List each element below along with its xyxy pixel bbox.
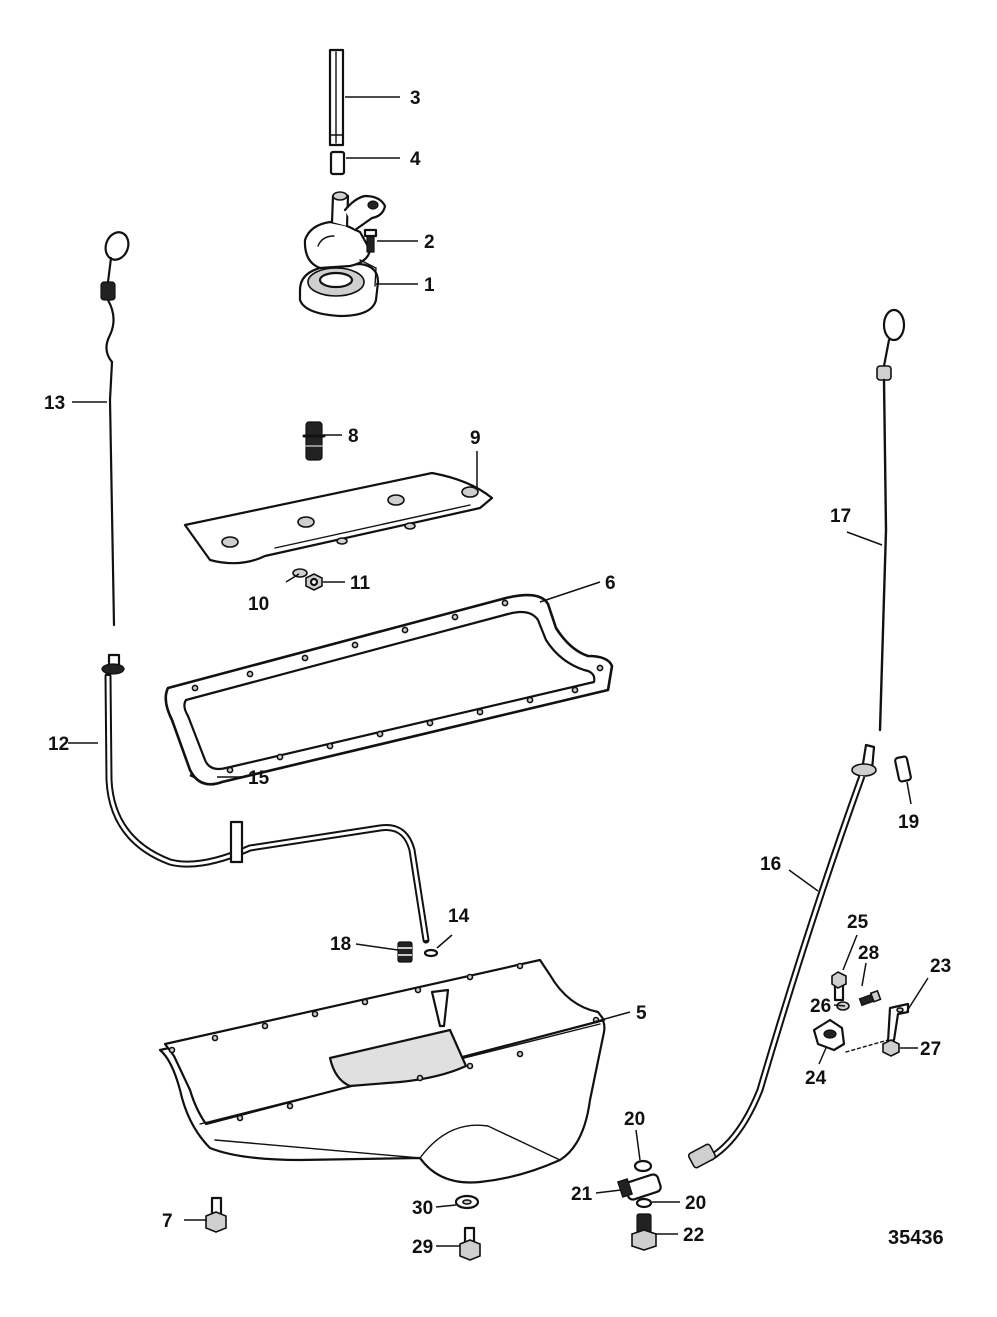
pump-stud: [363, 228, 378, 253]
oil-pump: [298, 191, 387, 318]
callout-29: 29: [412, 1237, 433, 1258]
shaft-sleeve: [329, 150, 346, 176]
callout-30: 30: [412, 1198, 433, 1219]
callout-8: 8: [348, 426, 359, 447]
baffle-stud: [302, 421, 326, 461]
callout-20-upper: 20: [624, 1109, 645, 1130]
callout-13: 13: [44, 393, 65, 414]
dipstick-tube-left: [101, 653, 430, 944]
leader-lines: [68, 96, 929, 1247]
callout-3: 3: [410, 88, 421, 109]
drain-washer: [454, 1194, 480, 1210]
callout-27: 27: [920, 1039, 941, 1060]
oil-pan: [158, 958, 606, 1184]
pickup-shaft: [328, 48, 345, 147]
callout-25: 25: [847, 912, 869, 933]
callout-labels: 3 4 2 1 13 8 9 10 11 6 12 15 5 18 14 17 …: [44, 88, 951, 1258]
mounting-bracket: [886, 1002, 910, 1044]
callout-5: 5: [636, 1003, 647, 1024]
callout-2: 2: [424, 232, 435, 253]
drain-plug: [459, 1226, 481, 1261]
callout-20-lower: 20: [685, 1193, 706, 1214]
bracket-bolt: [831, 971, 847, 1002]
callout-1: 1: [424, 275, 435, 296]
callout-4: 4: [410, 149, 421, 170]
dipstick-right: [876, 308, 906, 732]
pan-bolt: [205, 1196, 227, 1233]
callout-12: 12: [48, 734, 69, 755]
dipstick-cap: [894, 755, 912, 783]
oil-pan-gasket: [164, 593, 614, 786]
callout-28: 28: [858, 943, 879, 964]
dipstick-left: [100, 231, 130, 627]
drain-fitting: [617, 1173, 662, 1201]
callout-26: 26: [810, 996, 831, 1017]
tube-clip: [812, 1018, 846, 1052]
callout-6: 6: [605, 573, 616, 594]
callout-10: 10: [248, 594, 269, 615]
callout-7: 7: [162, 1211, 173, 1232]
callout-9: 9: [470, 428, 481, 449]
windage-tray: [183, 471, 494, 565]
assembly-guide-line: [845, 1039, 889, 1053]
callout-17: 17: [830, 506, 851, 527]
fitting-plug: [631, 1213, 657, 1251]
figure-number: 35436: [888, 1227, 944, 1249]
tray-nut: [305, 573, 323, 591]
callout-15: 15: [248, 768, 270, 789]
bracket-nut: [882, 1039, 900, 1057]
callout-21: 21: [571, 1184, 593, 1205]
fitting-o-ring-upper: [633, 1159, 653, 1173]
relief-spring: [397, 941, 413, 963]
tube-o-ring: [423, 948, 439, 958]
callout-16: 16: [760, 854, 781, 875]
dipstick-tube-right: [687, 743, 877, 1169]
callout-24: 24: [805, 1068, 827, 1089]
callout-14: 14: [448, 906, 470, 927]
callout-22: 22: [683, 1225, 704, 1246]
clip-screw: [858, 989, 882, 1007]
fitting-o-ring-lower: [635, 1197, 653, 1209]
callout-11: 11: [350, 573, 371, 594]
callout-18: 18: [330, 934, 351, 955]
callout-19: 19: [898, 812, 919, 833]
callout-23: 23: [930, 956, 951, 977]
